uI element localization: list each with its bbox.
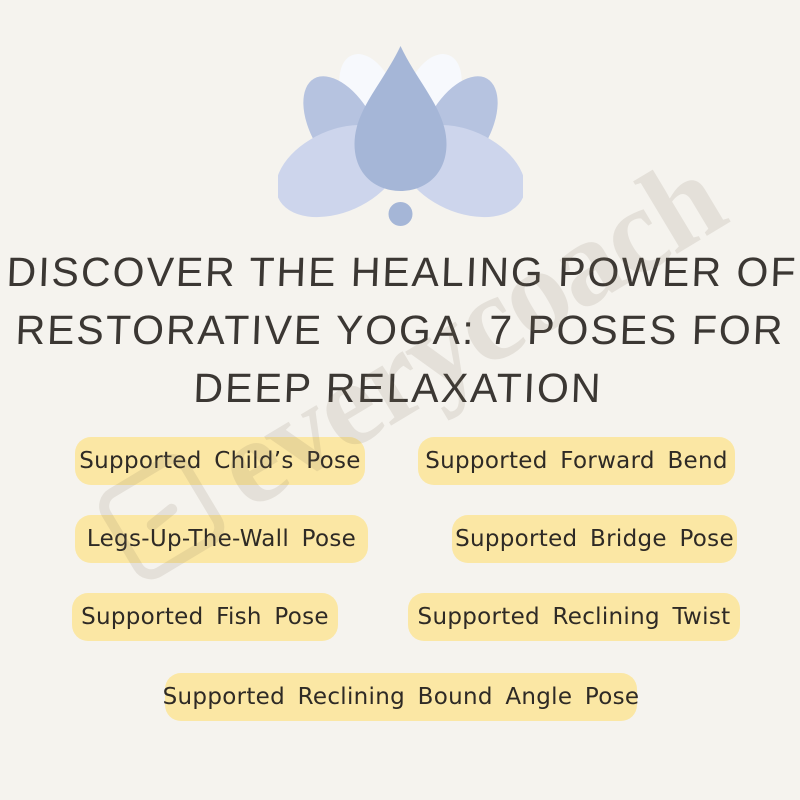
pose-label: Supported Reclining Bound Angle Pose: [162, 684, 640, 710]
page-title: DISCOVER THE HEALING POWER OF RESTORATIV…: [0, 243, 800, 417]
pose-pill-supported-fish-pose: Supported Fish Pose: [72, 593, 338, 641]
pose-pill-supported-bridge-pose: Supported Bridge Pose: [452, 515, 737, 563]
title-line-2: RESTORATIVE YOGA: 7 POSES FOR: [14, 307, 786, 353]
pose-label: Supported Fish Pose: [81, 604, 329, 630]
pose-label: Legs-Up-The-Wall Pose: [86, 526, 357, 552]
pose-label: Supported Bridge Pose: [455, 526, 734, 552]
pose-pill-supported-reclining-twist: Supported Reclining Twist: [408, 593, 740, 641]
title-line-3: DEEP RELAXATION: [192, 365, 604, 411]
pose-label: Supported Child’s Pose: [79, 448, 361, 474]
pose-label: Supported Forward Bend: [425, 448, 728, 474]
lotus-center-petal: [354, 46, 447, 191]
lotus-flower-icon: [278, 46, 523, 226]
pose-pill-supported-reclining-bound-angle-pose: Supported Reclining Bound Angle Pose: [162, 673, 640, 721]
pose-pill-legs-up-the-wall-pose: Legs-Up-The-Wall Pose: [75, 515, 368, 563]
pose-pill-supported-forward-bend: Supported Forward Bend: [418, 437, 735, 485]
lotus-dot: [388, 202, 413, 226]
title-line-1: DISCOVER THE HEALING POWER OF: [5, 249, 799, 295]
pose-label: Supported Reclining Twist: [417, 604, 731, 630]
pose-pill-supported-childs-pose: Supported Child’s Pose: [75, 437, 365, 485]
